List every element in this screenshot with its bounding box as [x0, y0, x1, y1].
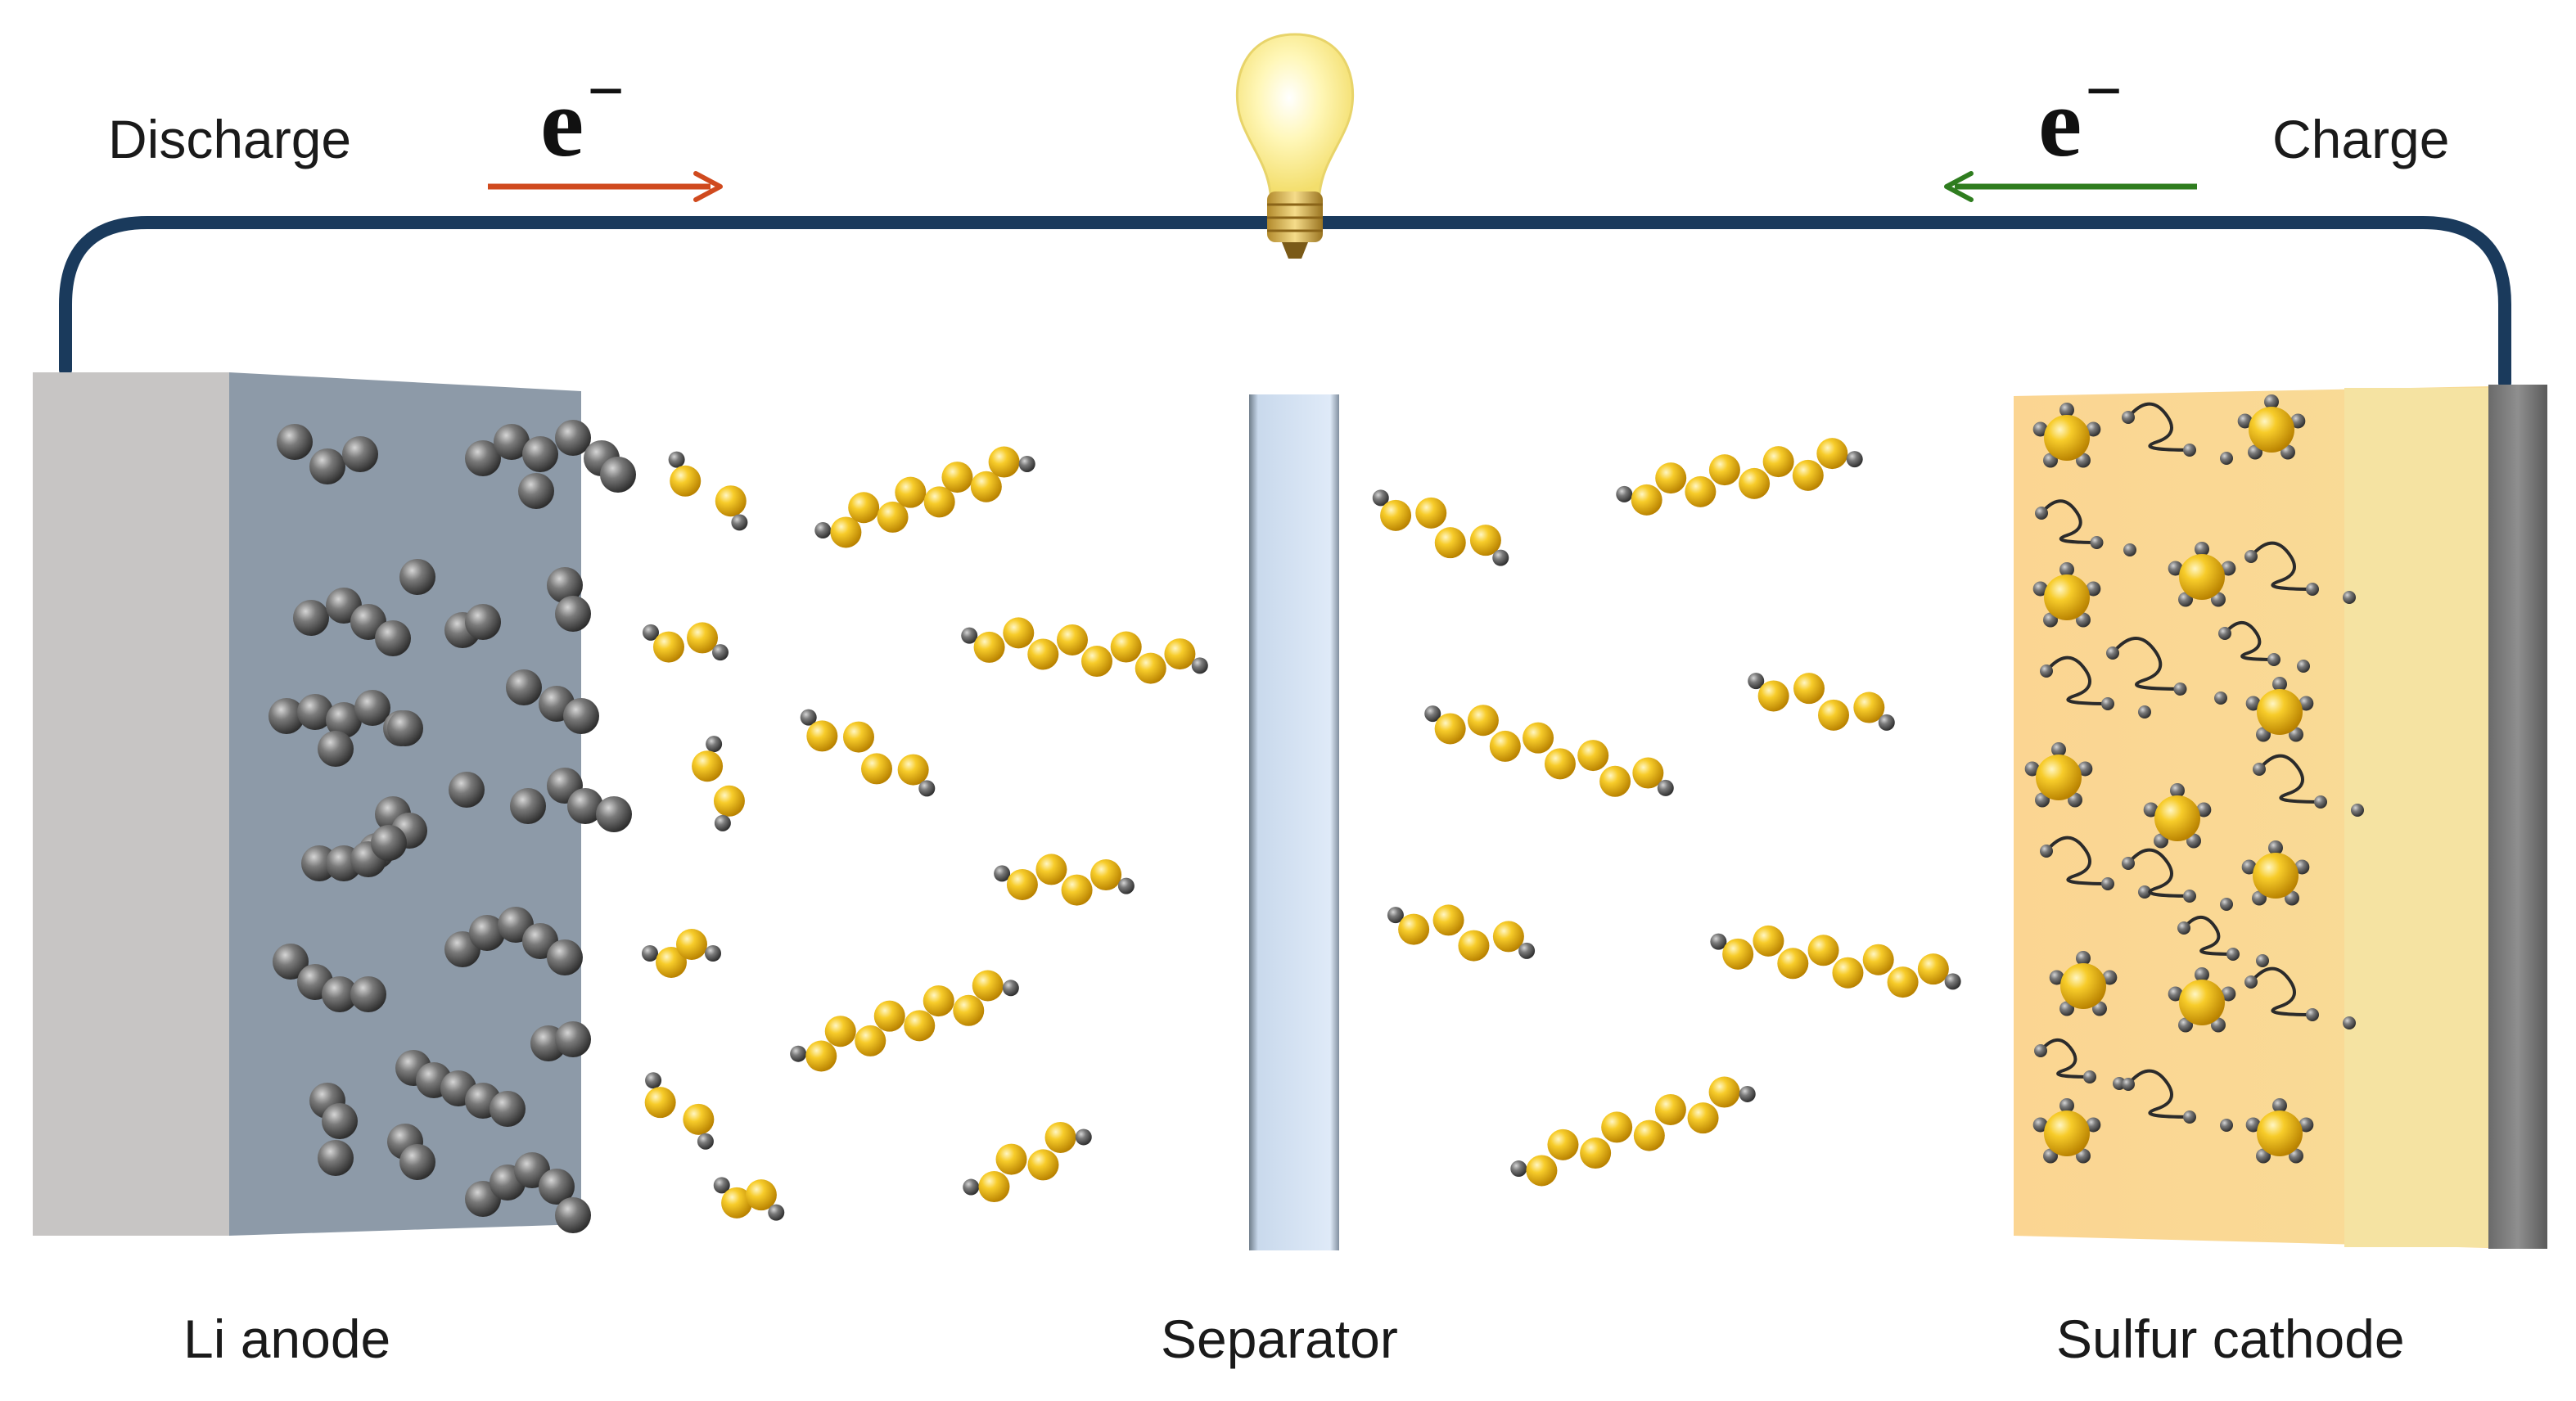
polysulfide-chain-icon [814, 446, 1035, 548]
sulfur-cluster-icon [2049, 951, 2118, 1016]
li-atom-icon [395, 1050, 526, 1127]
carbon-host-icon [2244, 966, 2356, 1029]
li-atom-icon [465, 1152, 591, 1233]
li-atom-icon [318, 1140, 354, 1176]
anode-label: Li anode [183, 1309, 391, 1369]
li-atom-icon [387, 1124, 435, 1180]
electron-charge: − [587, 56, 625, 128]
sulfur-cluster-icon [2241, 840, 2310, 906]
carbon-host-icon [2253, 754, 2364, 817]
discharge-arrow-icon [488, 171, 723, 202]
electron-symbol: e [540, 68, 584, 177]
li-atom-icon [399, 559, 435, 595]
li-atom-icon [465, 420, 636, 509]
li-atom-icon [387, 710, 423, 746]
polysulfide-chain-icon [1710, 925, 1961, 998]
carbon-host-icon [2040, 655, 2151, 719]
li-atom-icon [273, 944, 386, 1012]
polysulfide-chain-icon [643, 622, 729, 663]
carbon-host-icon [2218, 621, 2310, 673]
sulfur-cluster-icon [2032, 1098, 2101, 1164]
li-anode [33, 372, 581, 1236]
li-atom-icon [530, 1021, 591, 1061]
charge-label: Charge [2272, 109, 2450, 169]
electron-symbol: e [2038, 68, 2082, 177]
separator-label: Separator [1161, 1309, 1398, 1369]
charge-electron-label: e− [2038, 59, 2123, 172]
sulfur-cluster-icon [2143, 783, 2212, 849]
carbon-host-icon [2106, 637, 2227, 705]
polysulfide-chain-icon [642, 929, 721, 978]
li-atom-icon [449, 772, 485, 808]
polysulfide-chain-icon [644, 1072, 715, 1150]
light-bulb-icon [1235, 33, 1355, 259]
carbon-host-icon [2122, 402, 2233, 465]
discharge-label: Discharge [108, 109, 352, 169]
carbon-host-icon [2177, 916, 2269, 967]
sulfur-cluster-icon [2245, 677, 2314, 742]
polysulfide-chain-icon [1424, 705, 1674, 797]
li-atom-icon [444, 604, 501, 648]
sulfur-cluster-icon [2168, 542, 2236, 607]
sulfur-cathode [2014, 385, 2547, 1249]
separator-membrane [1249, 394, 1339, 1250]
polysulfide-chain-icon [1387, 904, 1536, 962]
carbon-host-icon [2035, 499, 2136, 556]
li-atom-icon [293, 588, 411, 656]
sulfur-cluster-icon [2032, 562, 2101, 628]
li-atom-icon [301, 825, 407, 881]
carbon-host-icon [2244, 541, 2356, 604]
polysulfide-chain-icon [800, 709, 936, 797]
li-atom-icon [510, 768, 632, 832]
polysulfide-chain-icon [713, 1177, 785, 1221]
li-atom-icon [547, 567, 591, 632]
li-atom-icon [309, 1083, 358, 1139]
polysulfide-chain-icon [668, 451, 748, 531]
polysulfide-chain-icon [961, 617, 1208, 684]
polysulfide-chain-icon [994, 854, 1135, 906]
polysulfide-chain-icon [790, 970, 1019, 1072]
sulfur-cluster-icon [2032, 403, 2101, 468]
polysulfide-chain-icon [1748, 673, 1895, 731]
cathode-label: Sulfur cathode [2056, 1309, 2405, 1369]
carbon-host-icon [2122, 848, 2233, 911]
polysulfide-chain-icon [1510, 1076, 1756, 1187]
polysulfide-chain-icon [692, 736, 745, 831]
carbon-host-icon [2122, 1069, 2233, 1132]
polysulfide-chain-icon [963, 1121, 1092, 1203]
li-atom-icon [444, 907, 583, 975]
sulfur-cluster-icon [2168, 967, 2236, 1033]
carbon-host-icon [2040, 836, 2151, 899]
li-atom-icon [277, 424, 378, 484]
sulfur-cluster-icon [2024, 742, 2093, 808]
polysulfide-chain-icon [1616, 438, 1863, 516]
sulfur-cluster-icon [2237, 394, 2306, 460]
electron-charge: − [2085, 56, 2123, 128]
sulfur-cluster-icon [2245, 1098, 2314, 1164]
charge-arrow-icon [1944, 171, 2197, 202]
discharge-electron-label: e− [540, 59, 625, 172]
li-atom-icon [506, 669, 599, 734]
polysulfide-chain-icon [1372, 489, 1509, 566]
